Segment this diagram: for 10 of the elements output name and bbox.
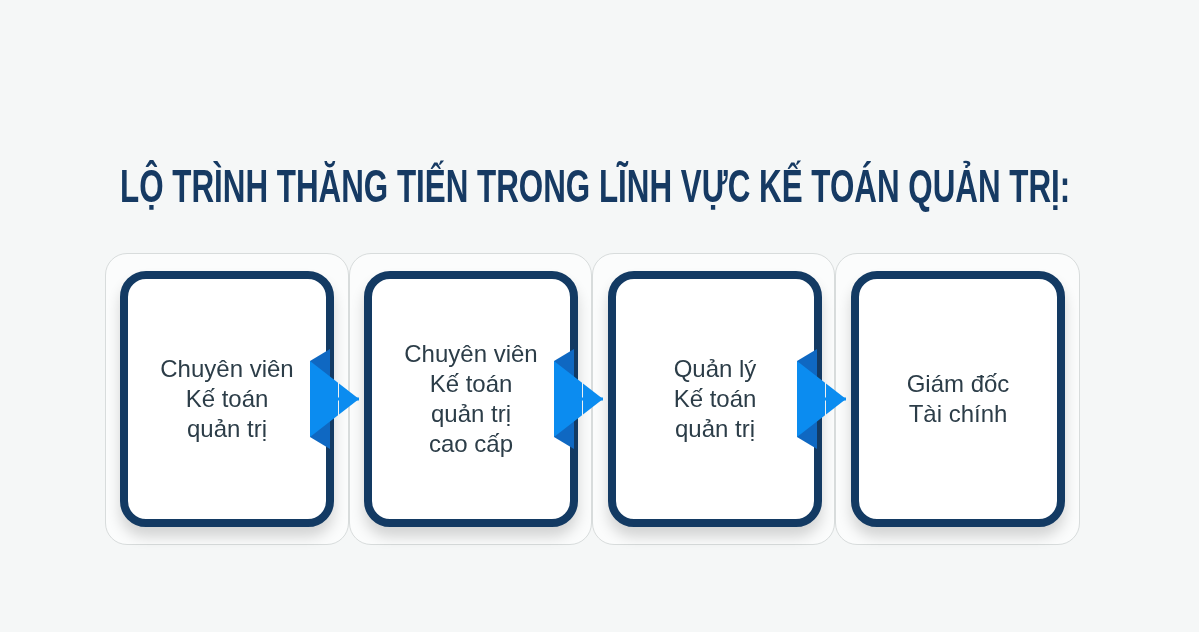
diagram-title: LỘ TRÌNH THĂNG TIẾN TRONG LĨNH VỰC KẾ TOÁN QUẢN TRỊ: xyxy=(120,159,1071,214)
step-label: Giám đốc Tài chính xyxy=(906,369,1010,429)
step-label: Quản lý Kế toán quản trị xyxy=(673,354,757,444)
arrow xyxy=(822,383,846,415)
step-card xyxy=(364,271,578,527)
step-label: Chuyên viên Kế toán quản trị xyxy=(160,354,294,444)
step-card xyxy=(851,271,1065,527)
step-card xyxy=(120,271,334,527)
step-label: Chuyên viên Kế toán quản trị cao cấp xyxy=(404,339,538,459)
step-card xyxy=(608,271,822,527)
